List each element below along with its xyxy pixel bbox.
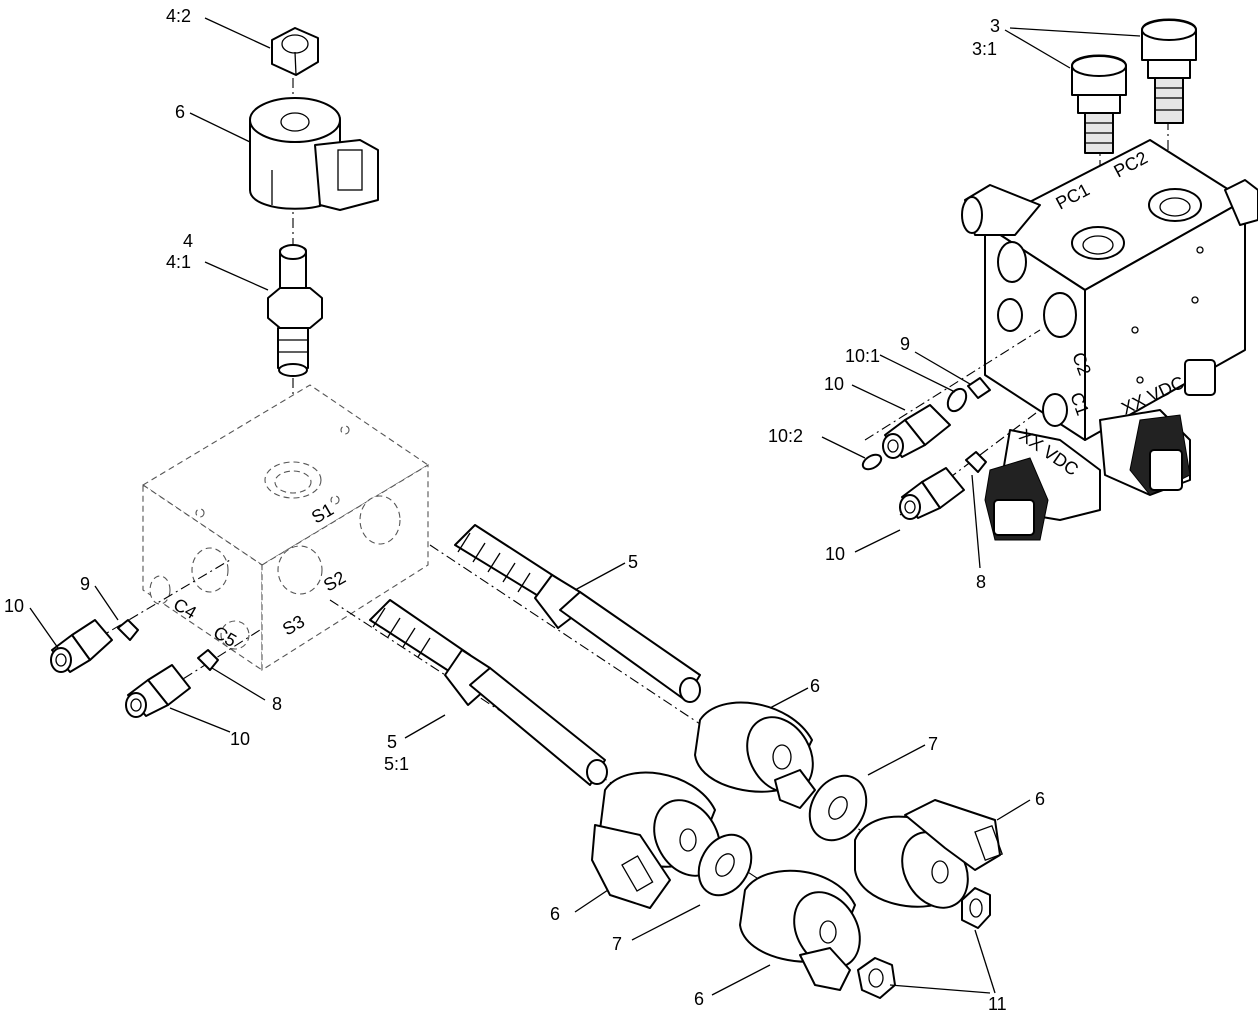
callout-4: 4 (183, 231, 193, 251)
centerline-fitting-9 (94, 559, 231, 641)
fitting-10-bottom (125, 664, 191, 718)
callout-10-1: 10:1 (845, 346, 880, 366)
washer-7-right (808, 774, 868, 842)
callout-7-lower: 7 (612, 934, 622, 954)
callout-4-2: 4:2 (166, 6, 191, 26)
hex-nut-top (271, 27, 319, 76)
callout-10-left: 10 (4, 596, 24, 616)
fitting-10-left (50, 619, 113, 673)
callout-6-lower: 6 (550, 904, 560, 924)
solenoid-coil-bottom (739, 869, 861, 991)
side-boss-left (961, 184, 1041, 236)
leader-lines (29, 17, 1141, 996)
plug-9-right (967, 377, 991, 399)
fitting-10-right-b (899, 467, 965, 520)
callout-6-right: 6 (1035, 789, 1045, 809)
relief-cartridge-1 (1071, 54, 1127, 154)
callout-6-bottom: 6 (694, 989, 704, 1009)
plug-9-left (117, 619, 139, 641)
solenoid-cartridge-vertical (267, 244, 323, 377)
callout-10-right: 10 (824, 374, 844, 394)
plug-8-right (965, 451, 987, 473)
solenoid-coil-right-assembly-1 (984, 429, 1101, 541)
callout-9-right: 9 (900, 334, 910, 354)
callout-5-1: 5:1 (384, 754, 409, 774)
callout-9-left: 9 (80, 574, 90, 594)
solenoid-stem-right (1184, 359, 1216, 396)
callout-11: 11 (988, 994, 1007, 1014)
callout-4-1: 4:1 (166, 252, 191, 272)
o-ring-10-1 (946, 387, 968, 413)
side-boss-right (1224, 179, 1258, 226)
callout-3-1: 3:1 (972, 39, 997, 59)
hex-nut-11-right (961, 887, 991, 929)
callout-5: 5 (628, 552, 638, 572)
callout-6-mid: 6 (810, 676, 820, 696)
fitting-10-right (882, 404, 951, 459)
o-ring-10-2 (861, 453, 883, 471)
callout-6-top: 6 (175, 102, 185, 122)
callout-5b: 5 (387, 732, 397, 752)
callout-3: 3 (990, 16, 1000, 36)
manifold-block-left (141, 384, 430, 672)
callout-10-2: 10:2 (768, 426, 803, 446)
callout-10-right-b: 10 (825, 544, 845, 564)
valve-cartridge-upper (454, 524, 701, 703)
callout-8-right: 8 (976, 572, 986, 592)
solenoid-coil-top (249, 97, 379, 211)
hex-nut-11-bottom (857, 957, 896, 999)
centerline-fitting-10-right (864, 329, 1041, 441)
washer-7-lower (697, 833, 753, 897)
valve-cartridge-lower (369, 599, 608, 786)
callout-7-right: 7 (928, 734, 938, 754)
solenoid-coil-right-assembly-2 (1099, 409, 1191, 496)
solenoid-coil-mid (694, 701, 816, 809)
plug-8-left (197, 649, 219, 671)
solenoid-coil-right (854, 799, 1004, 909)
callout-8-left: 8 (272, 694, 282, 714)
relief-cartridge-2 (1141, 18, 1197, 124)
callout-10-bottom: 10 (230, 729, 250, 749)
